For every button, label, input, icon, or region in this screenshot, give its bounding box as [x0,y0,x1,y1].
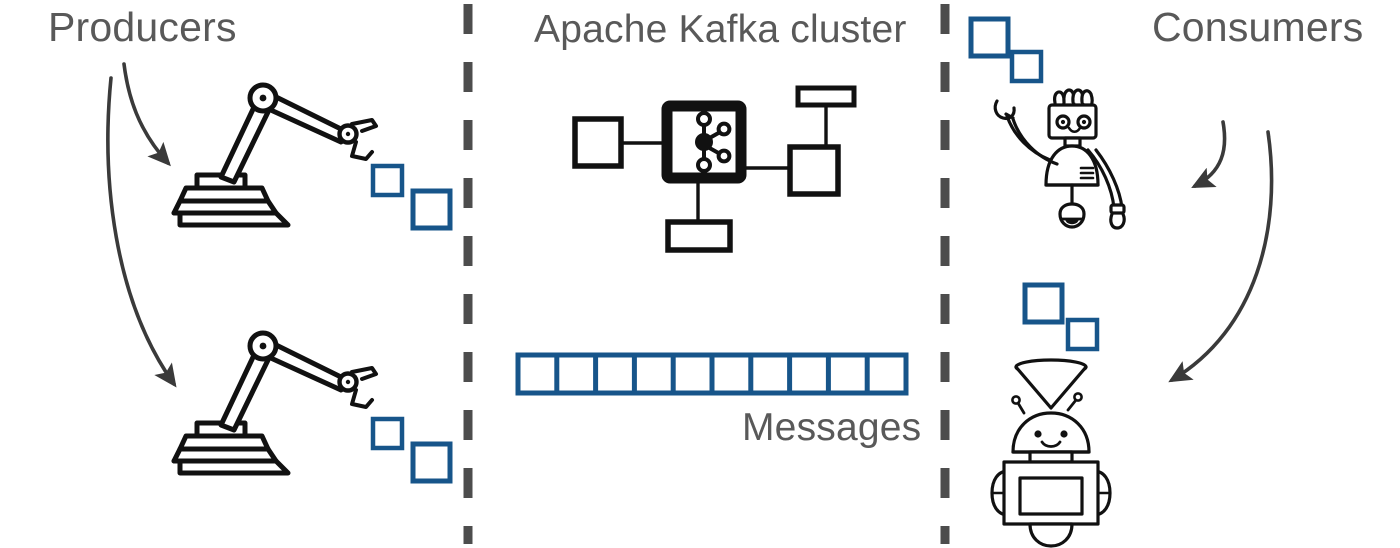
consumer-message-square-4 [1065,317,1100,352]
broker-node-left [572,116,624,169]
kafka-logo-icon [695,111,732,173]
consumers-heading: Consumers [1152,4,1364,50]
consumer-message-square-2 [1009,49,1044,84]
broker-node-right [787,144,841,197]
consumer-message-square-3 [1022,282,1065,325]
waving-robot-icon [993,88,1126,230]
consumer-message-square-1 [968,16,1011,59]
producer-message-square-2 [410,188,453,231]
messages-label: Messages [742,406,922,449]
consumer-arrow-top [1191,120,1227,188]
kafka-cluster-heading: Apache Kafka cluster [534,8,907,51]
producer-arrow-bottom [106,76,177,388]
producer-message-square-1 [370,163,405,198]
robot-arm-icon-2 [171,330,378,476]
consumer-arrow-bottom [1168,130,1274,383]
kafka-cluster-topology [572,85,857,253]
producer-message-square-3 [370,416,405,451]
funnel-robot-icon [990,358,1112,548]
producer-message-square-4 [410,441,453,484]
broker-node-top [795,85,857,108]
producers-heading: Producers [48,4,237,50]
kafka-broker-main [661,100,747,184]
robot-arm-icon-1 [171,82,378,228]
producer-arrow-top [122,62,171,167]
broker-node-bottom [665,219,733,253]
message-queue-bar [515,352,909,396]
